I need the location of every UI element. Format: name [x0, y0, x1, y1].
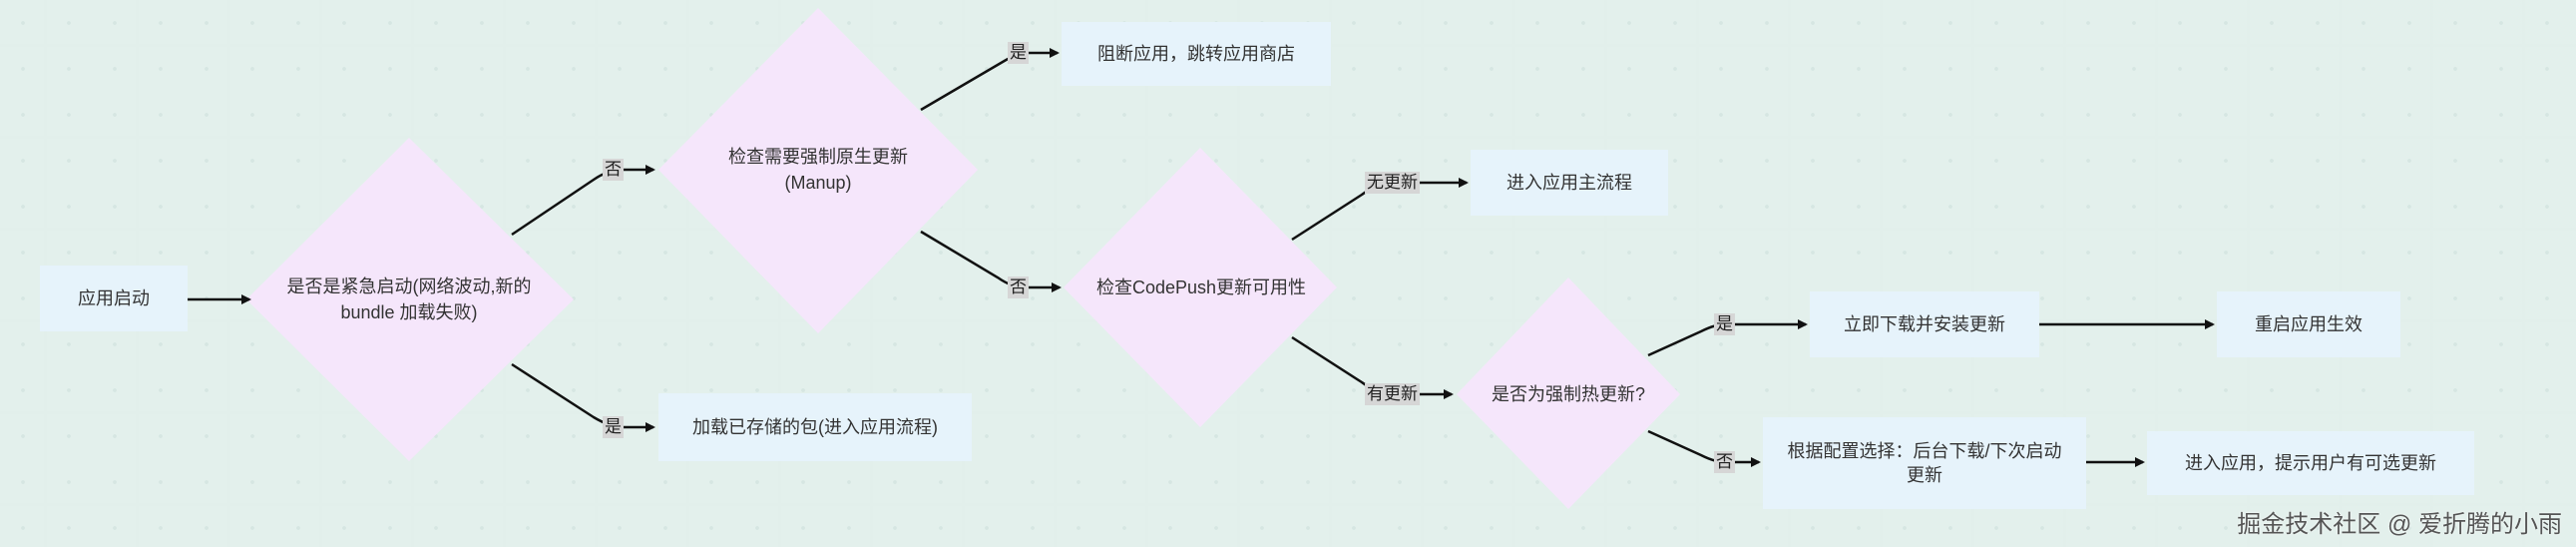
- node-download-install: 立即下载并安装更新: [1810, 291, 2039, 357]
- decision-emergency-label: 是否是紧急启动(网络波动,新的bundle 加载失败): [286, 275, 532, 322]
- edge-label-codepush-none: 无更新: [1365, 172, 1420, 195]
- edge-emergency-no: [511, 165, 655, 237]
- edge-label-native-yes: 是: [1008, 42, 1029, 65]
- diamond-codepush: [1064, 148, 1337, 427]
- edge-label-native-no: 否: [1008, 276, 1029, 299]
- diamond-native-update: [658, 8, 978, 333]
- node-load-stored-bundle: 加载已存储的包(进入应用流程): [658, 393, 972, 461]
- node-block-app: 阻断应用，跳转应用商店: [1062, 22, 1331, 86]
- node-restart-app: 重启应用生效: [2217, 291, 2400, 357]
- edge-label-emergency-yes: 是: [603, 416, 624, 439]
- edge-label-emergency-no: 否: [603, 159, 624, 182]
- edge-native-yes: [920, 48, 1060, 112]
- decision-native-update-label: 检查需要强制原生更新(Manup): [728, 146, 908, 193]
- edge-label-codepush-has: 有更新: [1365, 383, 1420, 406]
- watermark: 掘金技术社区 @ 爱折腾的小雨: [2237, 511, 2562, 538]
- edge-forced-no: [1647, 429, 1761, 467]
- node-enter-app-prompt: 进入应用，提示用户有可选更新: [2147, 431, 2474, 495]
- edge-label-forced-no: 否: [1714, 451, 1735, 474]
- node-config-choice: 根据配置选择：后台下载/下次启动更新: [1763, 417, 2086, 509]
- diamond-emergency: [246, 138, 574, 461]
- edge-emergency-yes: [511, 362, 655, 432]
- decision-codepush-label: 检查CodePush更新可用性: [1095, 276, 1307, 297]
- node-app-start: 应用启动: [40, 266, 188, 331]
- decision-forced-hot-label: 是否为强制热更新?: [1491, 383, 1645, 404]
- diamond-forced-hot: [1457, 277, 1680, 509]
- node-enter-main-flow: 进入应用主流程: [1471, 150, 1668, 216]
- edge-label-forced-yes: 是: [1714, 313, 1735, 336]
- edge-native-no: [920, 230, 1062, 292]
